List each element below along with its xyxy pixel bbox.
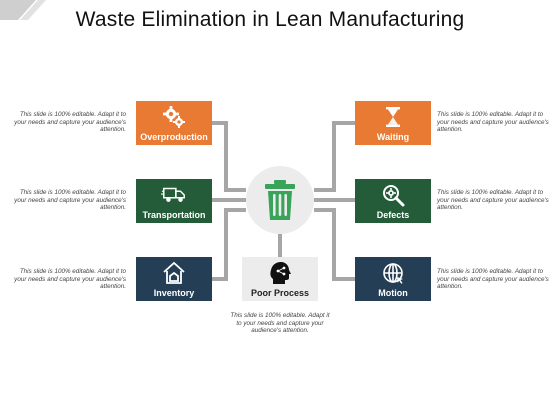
transportation-label: Transportation xyxy=(142,210,206,220)
page-title: Waste Elimination in Lean Manufacturing xyxy=(75,8,465,31)
description-overproduction: This slide is 100% editable. Adapt it to… xyxy=(14,111,126,134)
corner-decoration xyxy=(0,0,46,20)
head-share-icon xyxy=(267,260,293,286)
defects-label: Defects xyxy=(376,210,410,220)
waiting-label: Waiting xyxy=(376,132,410,142)
globe-icon xyxy=(380,260,406,286)
description-motion: This slide is 100% editable. Adapt it to… xyxy=(437,268,549,291)
transportation-box: Transportation xyxy=(136,179,212,223)
hourglass-icon xyxy=(380,104,406,130)
magnifier-gear-icon xyxy=(380,182,406,208)
overproduction-label: Overproduction xyxy=(140,132,208,142)
description-waiting: This slide is 100% editable. Adapt it to… xyxy=(437,111,549,134)
poor-process-box: Poor Process xyxy=(242,257,318,301)
truck-icon xyxy=(161,182,187,208)
defects-box: Defects xyxy=(355,179,431,223)
inventory-box: Inventory xyxy=(136,257,212,301)
description-poor-process: This slide is 100% editable. Adapt it to… xyxy=(230,312,330,335)
poor-process-label: Poor Process xyxy=(250,288,310,298)
overproduction-box: Overproduction xyxy=(136,101,212,145)
description-transportation: This slide is 100% editable. Adapt it to… xyxy=(14,189,126,212)
gears-icon xyxy=(161,104,187,130)
inventory-label: Inventory xyxy=(153,288,195,298)
motion-label: Motion xyxy=(378,288,408,298)
waiting-box: Waiting xyxy=(355,101,431,145)
description-defects: This slide is 100% editable. Adapt it to… xyxy=(437,189,549,212)
description-inventory: This slide is 100% editable. Adapt it to… xyxy=(14,268,126,291)
house-box-icon xyxy=(161,260,187,286)
trash-bin-icon xyxy=(265,180,295,220)
center-hub xyxy=(246,166,314,234)
motion-box: Motion xyxy=(355,257,431,301)
